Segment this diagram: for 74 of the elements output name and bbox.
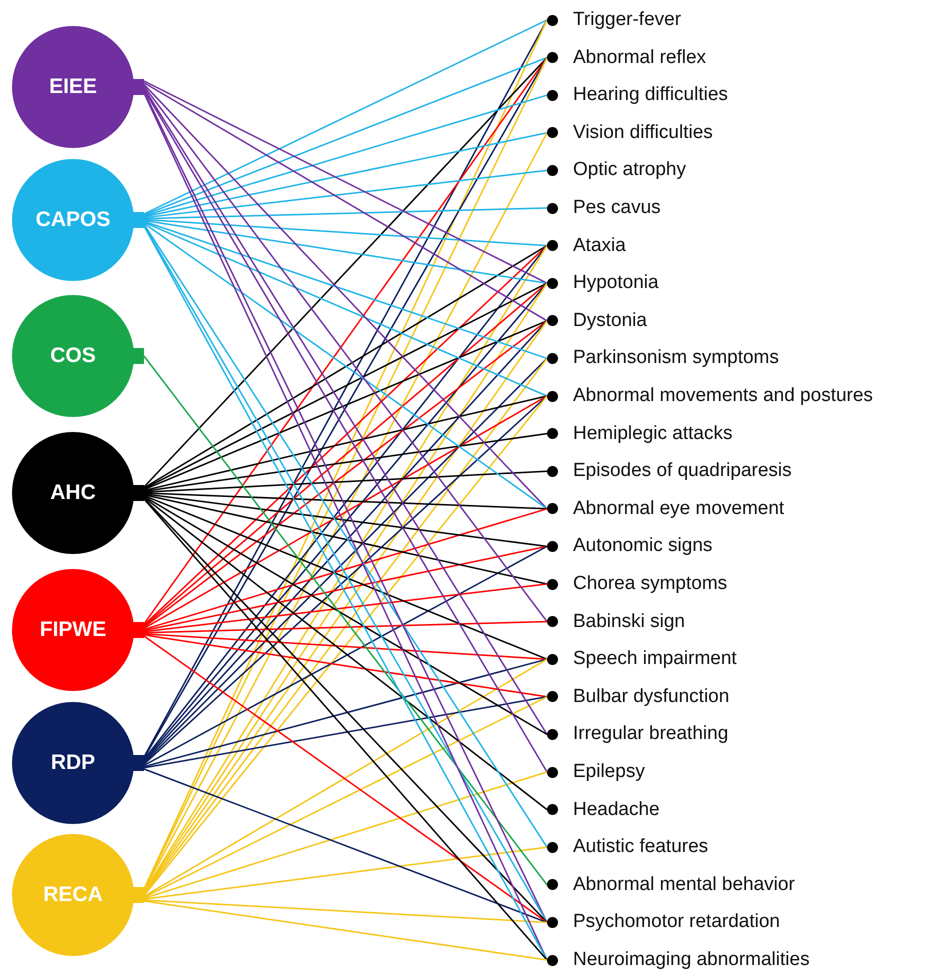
- disease-circle: CAPOS: [12, 159, 134, 281]
- connector-line: [144, 546, 548, 766]
- symptom-label: Hearing difficulties: [573, 84, 728, 106]
- symptom-label: Bulbar dysfunction: [573, 686, 730, 708]
- connector-line: [144, 494, 548, 660]
- connector-line: [144, 282, 548, 490]
- connector-line: [144, 395, 548, 492]
- symptom-label: Trigger-fever: [573, 9, 682, 31]
- connector-line: [144, 493, 548, 548]
- connector-line: [144, 771, 548, 899]
- connector-line: [144, 496, 548, 736]
- symptom-label: Neuroimaging abnormalities: [573, 949, 810, 971]
- connector-line: [144, 633, 548, 660]
- symptom-label: Parkinsonism symptoms: [573, 347, 779, 370]
- connector-line: [144, 900, 548, 961]
- connector-line: [144, 207, 548, 220]
- symptom-label: Speech impairment: [573, 648, 737, 670]
- connector-line: [144, 170, 548, 218]
- disease-circle: RECA: [12, 834, 134, 956]
- connector-line: [144, 583, 548, 632]
- symptom-label: Hemiplegic attacks: [573, 422, 732, 445]
- symptom-label: Abnormal reflex: [573, 46, 706, 69]
- connector-line: [144, 432, 548, 492]
- connector-line: [144, 658, 548, 768]
- symptom-label: Autonomic signs: [573, 535, 712, 558]
- connector-line: [144, 94, 548, 217]
- connector-line: [144, 19, 548, 215]
- symptom-label: Dystonia: [573, 310, 647, 332]
- connector-line: [144, 494, 548, 585]
- symptom-label: Abnormal movements and postures: [573, 385, 873, 407]
- connector-line: [144, 658, 548, 898]
- symptom-label: Headache: [573, 798, 660, 821]
- connector-line: [144, 222, 548, 397]
- connector-line: [144, 508, 548, 630]
- symptom-label: Hypotonia: [573, 272, 659, 294]
- connector-line: [144, 696, 548, 769]
- symptom-label: Psychomotor retardation: [573, 911, 780, 934]
- connector-line: [144, 846, 548, 900]
- disease-circle: FIPWE: [12, 569, 134, 691]
- disease-circle: RDP: [12, 702, 134, 824]
- disease-circle: EIEE: [12, 26, 134, 148]
- connector-line: [144, 620, 548, 634]
- symptom-label: Abnormal mental behavior: [573, 874, 795, 896]
- connector-line: [144, 220, 548, 360]
- symptom-label: Optic atrophy: [573, 159, 686, 182]
- connector-line: [144, 218, 548, 246]
- symptom-label: Episodes of quadriparesis: [573, 460, 792, 482]
- symptom-label: Babinski sign: [573, 610, 685, 633]
- disease-circle: COS: [12, 295, 134, 417]
- symptom-label: Chorea symptoms: [573, 573, 728, 595]
- connector-line: [144, 635, 548, 924]
- symptom-label: Ataxia: [573, 234, 626, 257]
- connector-line: [144, 82, 548, 322]
- connector-line: [144, 132, 548, 218]
- connector-line: [144, 899, 548, 924]
- symptom-label: Vision difficulties: [573, 122, 713, 144]
- connector-line: [144, 56, 548, 216]
- connector-line: [144, 80, 548, 284]
- connector-line: [144, 768, 548, 924]
- symptom-label: Pes cavus: [573, 197, 661, 219]
- symptom-label: Abnormal eye movement: [573, 498, 784, 520]
- connector-line: [144, 470, 548, 493]
- symptom-label: Epilepsy: [573, 761, 645, 783]
- disease-circle: AHC: [12, 432, 134, 554]
- connector-line: [144, 320, 548, 490]
- connector-line: [144, 496, 548, 810]
- symptom-label: Autistic features: [573, 836, 708, 858]
- connector-line: [144, 634, 548, 698]
- connector-line: [144, 395, 548, 630]
- symptom-label: Irregular breathing: [573, 723, 728, 746]
- connector-line: [144, 696, 548, 898]
- connector-line: [144, 546, 548, 632]
- connector-line: [144, 492, 548, 510]
- connector-line: [144, 220, 548, 284]
